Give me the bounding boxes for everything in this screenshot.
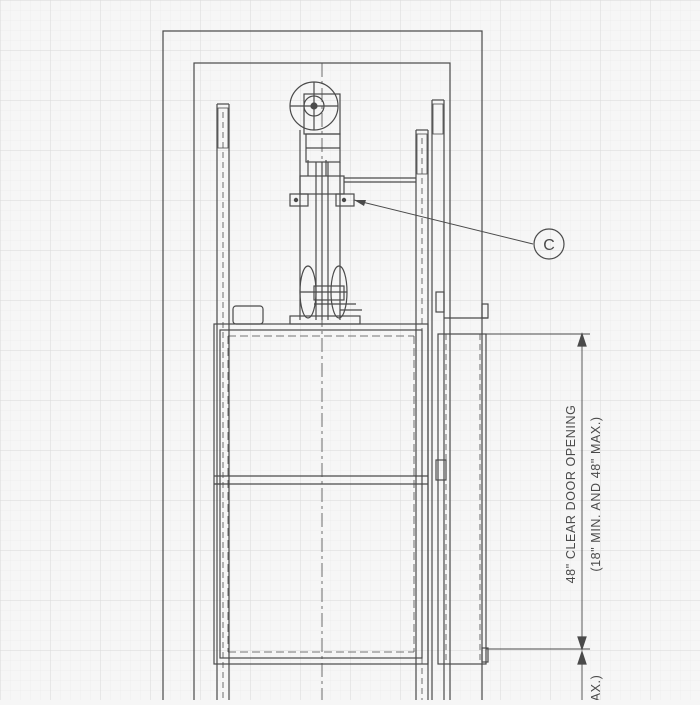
dimension-text-partial: AX.) [589, 675, 603, 700]
dimension-text-group: 48" CLEAR DOOR OPENING (18" MIN. AND 48"… [564, 405, 603, 584]
dimension-text-main: 48" CLEAR DOOR OPENING [564, 405, 578, 584]
elevator-car [213, 323, 429, 665]
callout-label: C [543, 237, 555, 254]
callout-c [353, 199, 565, 260]
dimension-text-sub: (18" MIN. AND 48" MAX.) [589, 416, 603, 571]
machine-brackets [289, 175, 416, 207]
car-door-panel [435, 291, 489, 665]
dimension-text-partial-group: AX.) [589, 675, 603, 702]
deflector-sheaves [289, 265, 362, 325]
door-opening-dimension [486, 332, 590, 700]
hoistway-outer-wall [162, 30, 483, 705]
left-guide-rail [216, 103, 230, 700]
